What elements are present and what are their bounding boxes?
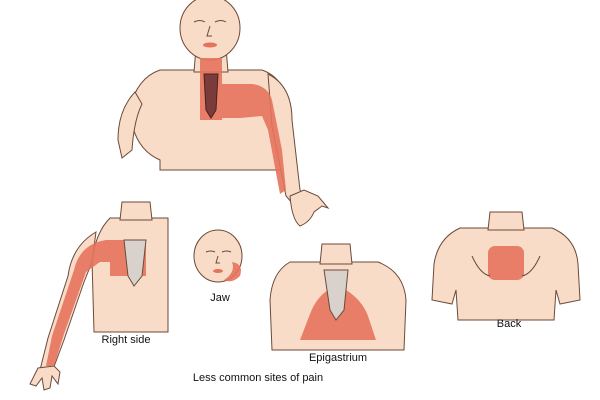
- label-back: Back: [496, 318, 522, 330]
- jaw-nose: [215, 255, 220, 264]
- caption-less-common-sites: Less common sites of pain: [192, 372, 324, 384]
- figure-jaw: [193, 229, 243, 283]
- main-hand: [289, 189, 330, 227]
- right-side-pain: [46, 240, 146, 366]
- back-pain: [488, 246, 524, 280]
- label-right-side: Right side: [101, 334, 151, 346]
- main-mouth: [203, 42, 217, 48]
- main-pain-chest: [200, 58, 286, 194]
- back-shoulder-blade-left: [471, 255, 491, 277]
- main-nose: [206, 25, 212, 37]
- main-head: [179, 0, 241, 61]
- back-neck: [487, 211, 525, 231]
- jaw-mouth: [213, 269, 223, 273]
- back-shoulder-blade-right: [521, 255, 541, 277]
- main-eye-left: [193, 20, 206, 23]
- jaw-pain: [224, 262, 241, 282]
- main-sternum: [203, 73, 219, 119]
- figure-back: [431, 211, 581, 321]
- right-side-neck: [119, 201, 153, 221]
- right-side-hand: [29, 365, 61, 391]
- main-eye-right: [214, 20, 227, 23]
- epigastrium-sternum: [323, 269, 349, 321]
- label-jaw: Jaw: [210, 292, 230, 304]
- figure-right-side: [29, 201, 169, 391]
- label-epigastrium: Epigastrium: [308, 352, 368, 364]
- epigastrium-neck: [319, 243, 353, 265]
- jaw-eye-left: [205, 250, 216, 253]
- right-side-sternum: [123, 239, 147, 287]
- main-figure-typical-pain: [117, 0, 330, 227]
- jaw-eye-right: [221, 250, 232, 253]
- main-arm-right: [117, 91, 143, 159]
- figure-epigastrium: [269, 243, 407, 351]
